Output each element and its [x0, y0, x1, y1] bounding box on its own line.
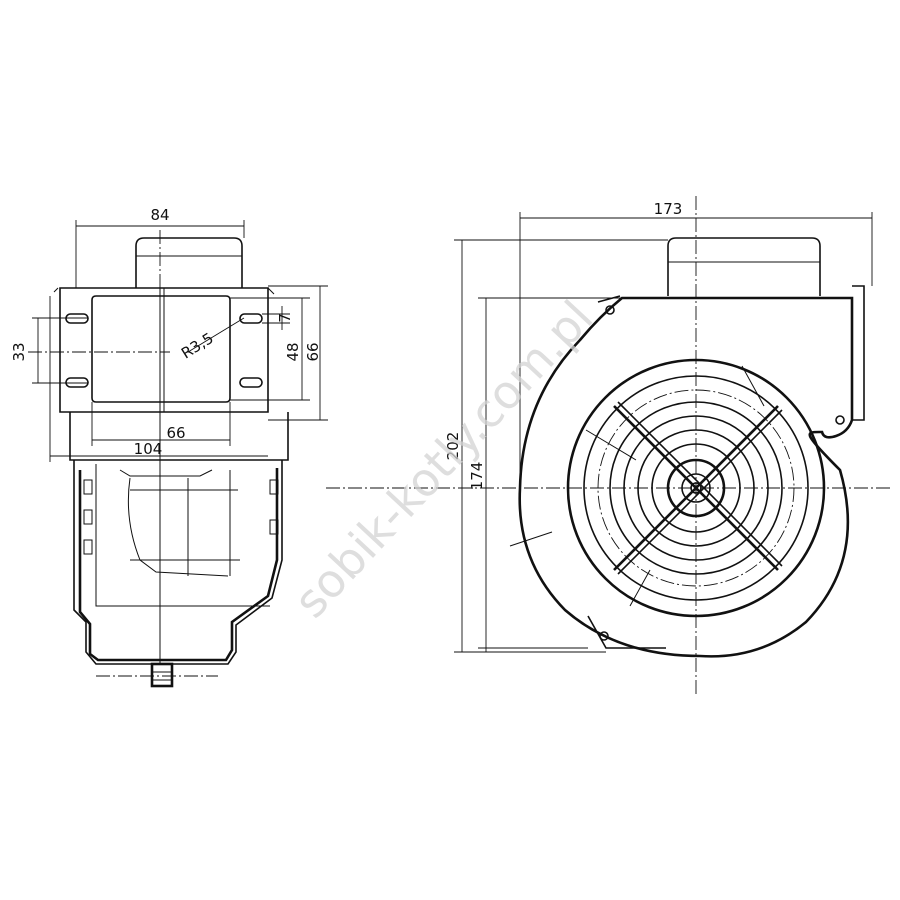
impeller-outer [566, 358, 826, 618]
dim-66-horizontal: 66 [166, 424, 185, 442]
ear-hole-bottom [599, 631, 609, 641]
dim-33: 33 [10, 342, 28, 361]
dim-104: 104 [134, 440, 163, 458]
slot-tr [239, 313, 263, 324]
dim-202: 202 [444, 432, 462, 461]
side-view: 84 33 R3,5 7 48 66 66 104 [10, 206, 328, 688]
ear-hole-right [835, 415, 845, 425]
ear-hole-top [605, 305, 615, 315]
slot-br [239, 377, 263, 388]
dim-173: 173 [654, 200, 683, 218]
slot-bl [65, 377, 89, 388]
dim-48: 48 [284, 342, 302, 361]
slot-tl [65, 313, 89, 324]
front-view: 173 202 174 [326, 196, 892, 696]
dim-84: 84 [150, 206, 169, 224]
dim-174: 174 [468, 462, 486, 491]
dim-66-vertical: 66 [304, 342, 322, 361]
dim-7: 7 [276, 313, 294, 323]
watermark: sobik-kotly.com.pl [283, 290, 603, 628]
dim-r35: R3,5 [178, 329, 217, 362]
impeller-hub [666, 458, 726, 518]
